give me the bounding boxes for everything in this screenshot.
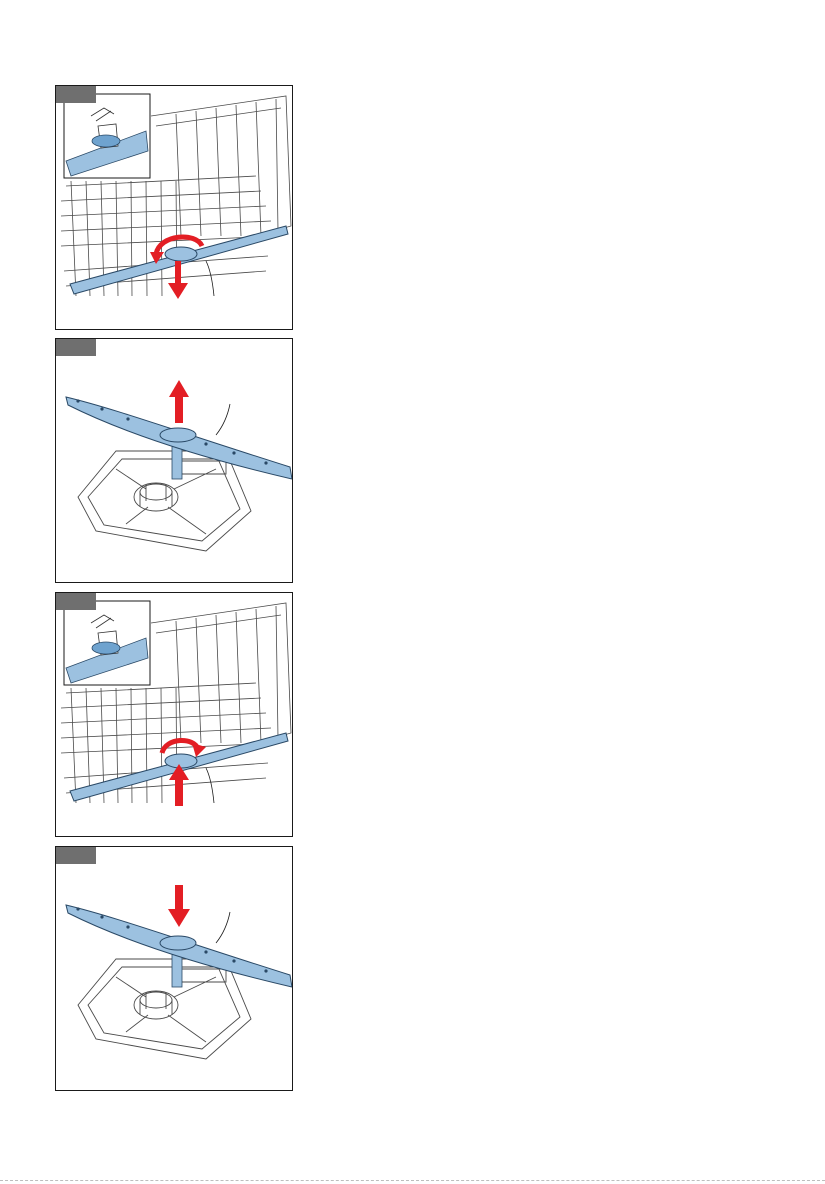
detail-inset [64,94,150,178]
filter-sump [78,959,251,1059]
filter-sump [78,451,251,551]
callout-line [216,912,230,943]
step-tab [56,847,96,864]
down-arrow-shaft [175,885,183,911]
figure-panel-3 [55,592,293,837]
up-arrow-shaft [175,778,183,806]
down-arrow-icon [168,283,188,299]
figure-panel-4 [55,846,293,1091]
down-arrow-icon [168,909,190,927]
step-tab [56,339,96,356]
callout-line [206,768,214,803]
spray-arm-refit-illustration [56,593,293,837]
callout-line [216,404,230,435]
step-tab [56,86,96,103]
spray-arm-removal-illustration [56,86,293,330]
figure-panel-1 [55,85,293,330]
spray-arm-place-illustration [56,847,293,1091]
detail-inset [64,601,150,685]
page-bottom-rule [0,1180,825,1181]
callout-line [206,261,214,296]
spray-arm-lift-illustration [56,339,293,583]
step-tab [56,593,96,610]
figure-panel-2 [55,338,293,583]
down-arrow-shaft [175,261,181,283]
up-arrow-icon [169,380,189,397]
up-arrow-shaft [175,397,183,423]
